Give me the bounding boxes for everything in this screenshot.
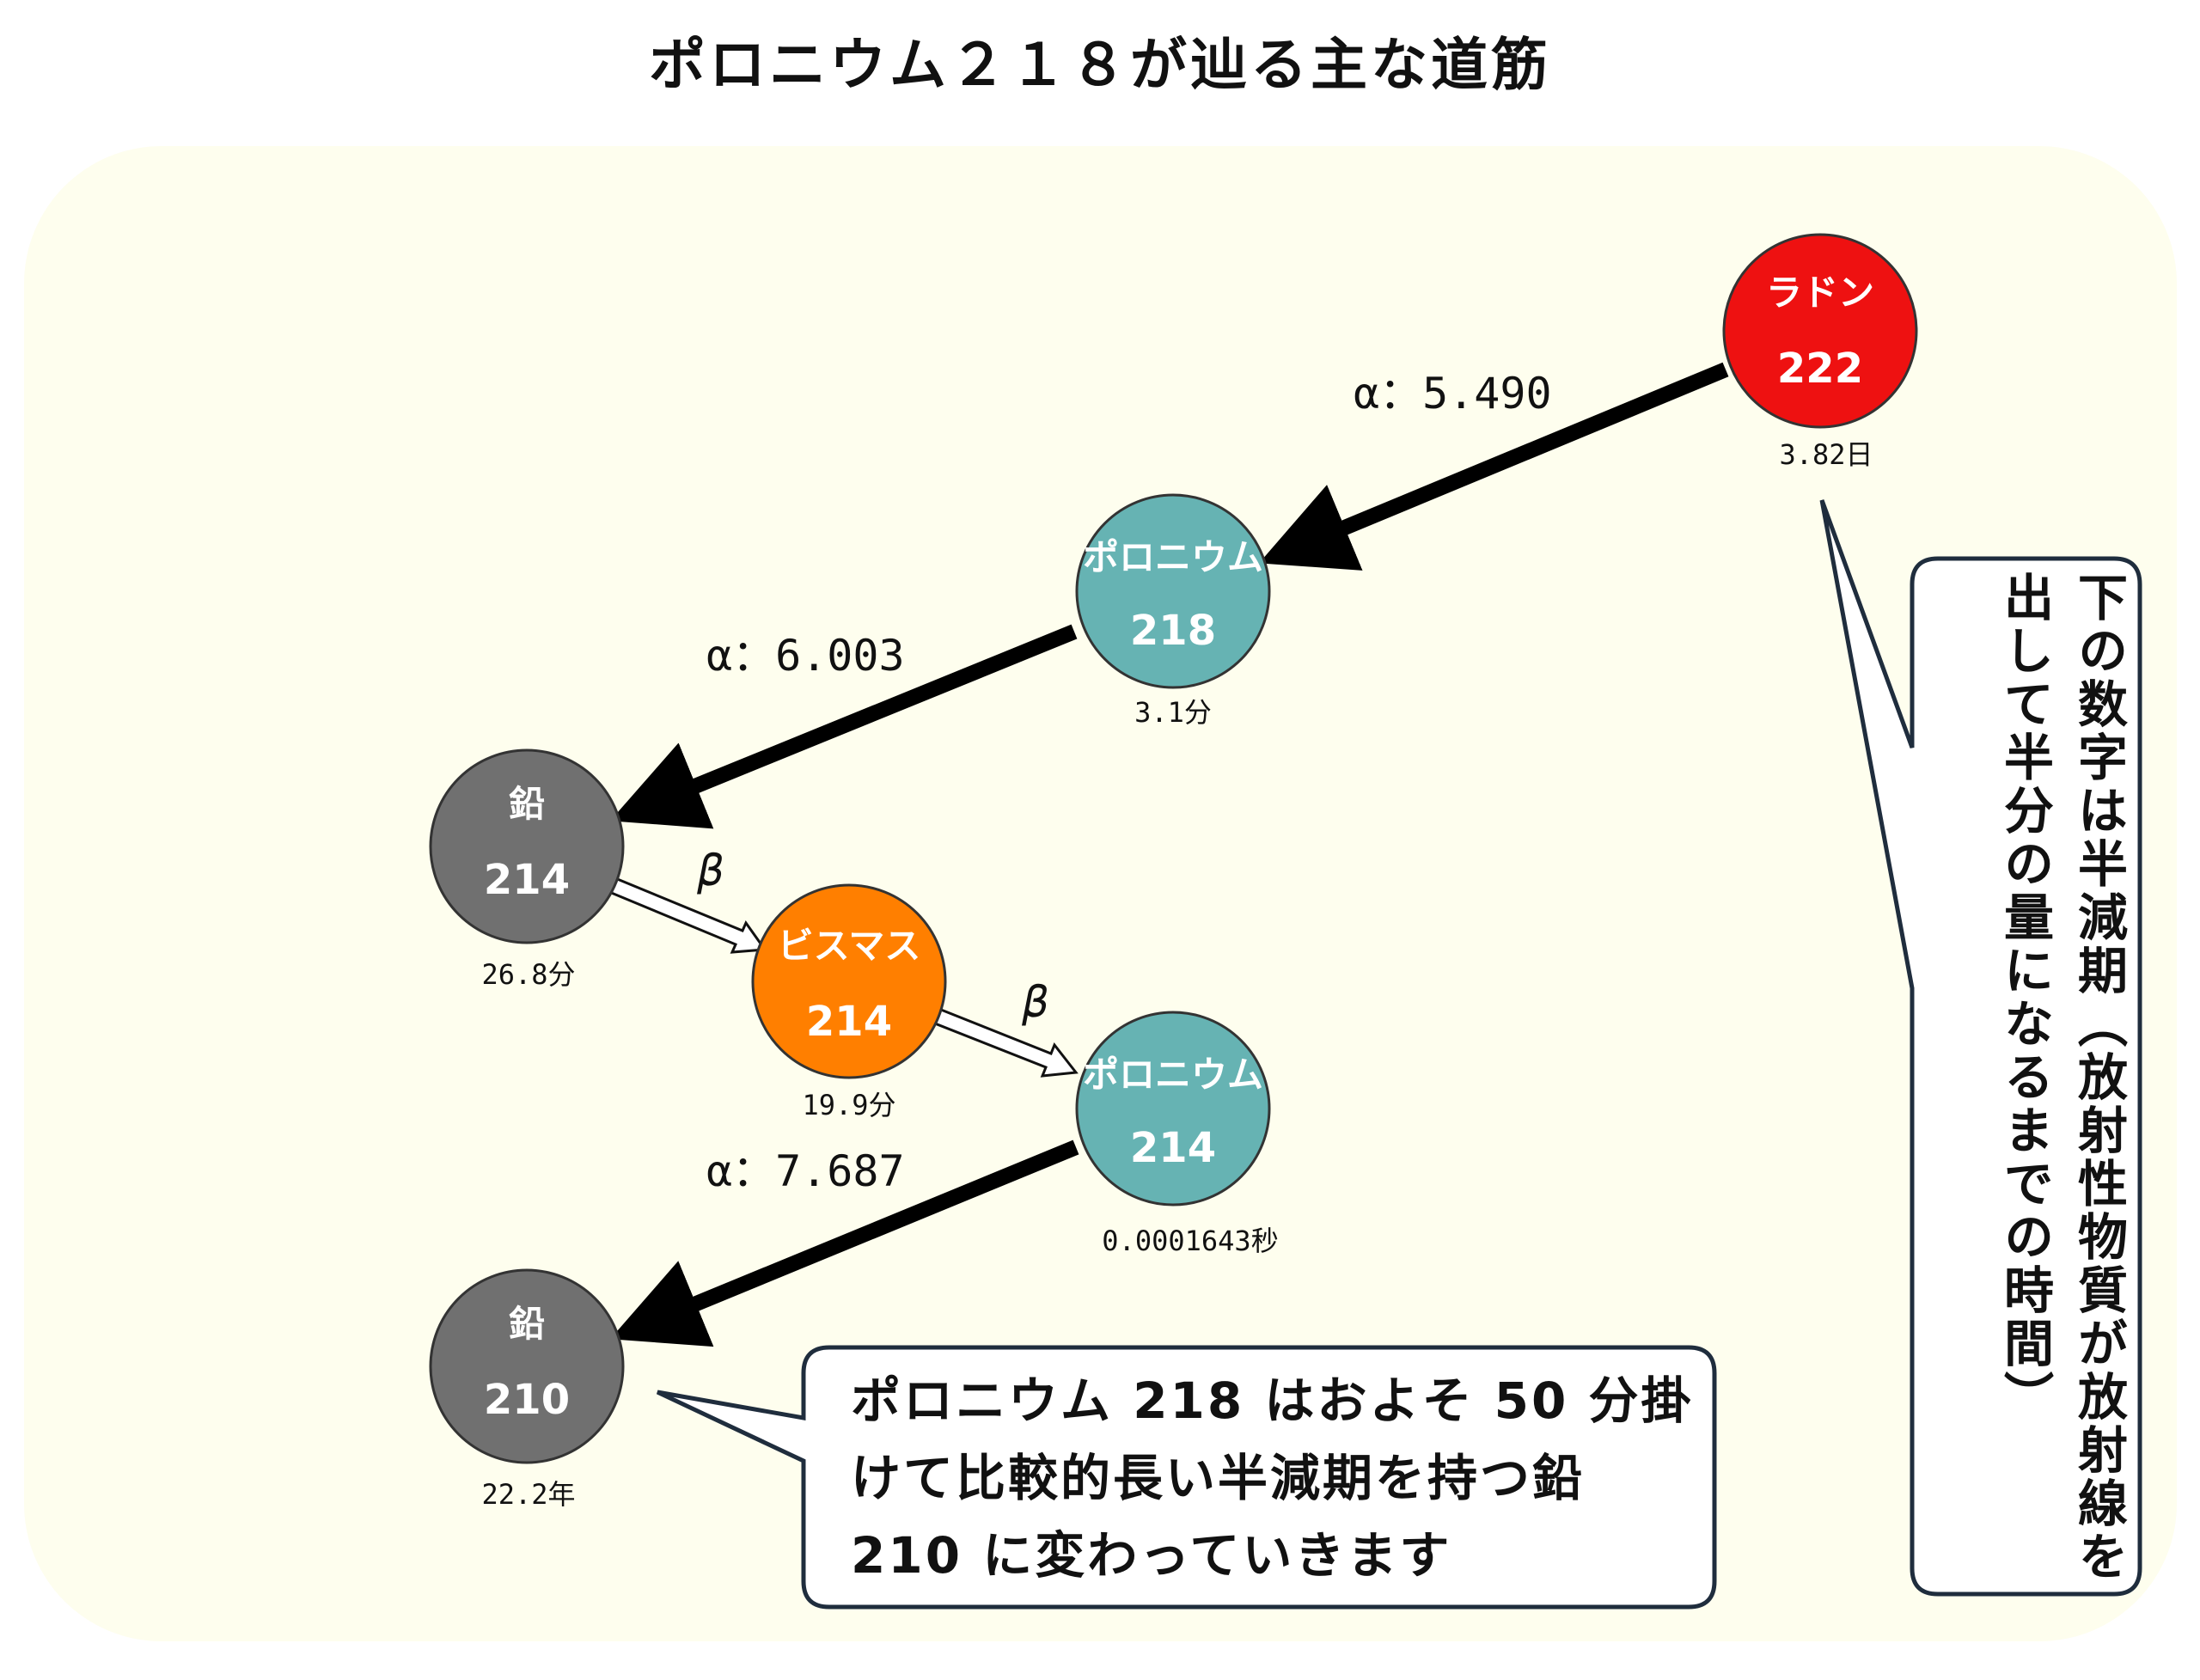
node-po214-name: ポロニウム: [1083, 1054, 1263, 1096]
node-bi214: ビスマス 214 19.9分: [751, 883, 947, 1121]
node-pb214-circle: [429, 748, 625, 944]
node-rn222: ラドン 222 3.82日: [1722, 233, 1918, 471]
bottom-callout-line-1: ポロニウム 218 はおよそ 50 分掛: [851, 1371, 1694, 1430]
node-rn222-circle: [1722, 233, 1918, 429]
edge-po218-pb214: [609, 624, 1078, 829]
node-po214: ポロニウム 214 0.0001643秒: [1075, 1011, 1279, 1257]
edge-pb214-bi214: [608, 877, 767, 954]
side-callout-bubble: [1819, 499, 2142, 1597]
node-pb214-mass: 214: [484, 856, 570, 904]
edge-label-bi214-po214: β: [1022, 977, 1048, 1027]
node-po218-mass: 218: [1130, 607, 1216, 655]
bottom-callout-bubble: [656, 1345, 1717, 1610]
node-po218-half-life: 3.1分: [1134, 696, 1212, 729]
edge-label-rn222-po218: α：5.490: [1354, 369, 1552, 418]
node-bi214-mass: 214: [806, 998, 892, 1046]
bottom-callout-line-2: けて比較的長い半減期を持つ鉛: [851, 1449, 1586, 1507]
node-bi214-circle: [751, 883, 947, 1079]
node-po214-mass: 214: [1130, 1124, 1216, 1172]
node-po214-circle: [1075, 1011, 1271, 1207]
edge-label-po218-pb214: α：6.003: [706, 631, 905, 681]
node-rn222-half-life: 3.82日: [1779, 438, 1873, 471]
node-po218: ポロニウム 218 3.1分: [1075, 493, 1271, 729]
node-pb210: 鉛 210 22.2年: [429, 1268, 625, 1511]
node-po218-name: ポロニウム: [1083, 536, 1263, 578]
node-pb214-half-life: 26.8分: [481, 958, 575, 991]
node-pb210-half-life: 22.2年: [481, 1478, 575, 1511]
node-pb214: 鉛 214 26.8分: [429, 748, 625, 991]
bottom-callout-line-3: 210 に変わっていきます: [851, 1526, 1452, 1585]
node-po214-half-life: 0.0001643秒: [1102, 1225, 1278, 1257]
edge-label-pb214-bi214: β: [697, 846, 724, 895]
node-rn222-mass: 222: [1777, 345, 1863, 393]
node-pb214-name: 鉛: [509, 783, 545, 825]
node-pb210-circle: [429, 1268, 625, 1464]
edge-bi214-po214: [933, 1008, 1079, 1078]
edge-label-po214-pb210: α：7.687: [706, 1146, 905, 1196]
node-pb210-name: 鉛: [509, 1303, 545, 1345]
node-pb210-mass: 210: [484, 1376, 570, 1424]
node-po218-circle: [1075, 493, 1271, 689]
node-bi214-half-life: 19.9分: [802, 1089, 895, 1121]
page-title: ポロニウム２１８が辿る主な道筋: [649, 32, 1551, 98]
node-bi214-name: ビスマス: [778, 925, 921, 967]
edge-po214-pb210: [610, 1139, 1079, 1347]
edge-rn222-po218: [1259, 362, 1729, 571]
node-rn222-name: ラドン: [1766, 272, 1874, 314]
side-callout-text: 下の数字は半減期（放射性物質が放射線を出して半分の量になるまでの時間）: [1995, 571, 2128, 1584]
bottom-callout-text: ポロニウム 218 はおよそ 50 分掛 けて比較的長い半減期を持つ鉛 210 …: [851, 1362, 1710, 1594]
